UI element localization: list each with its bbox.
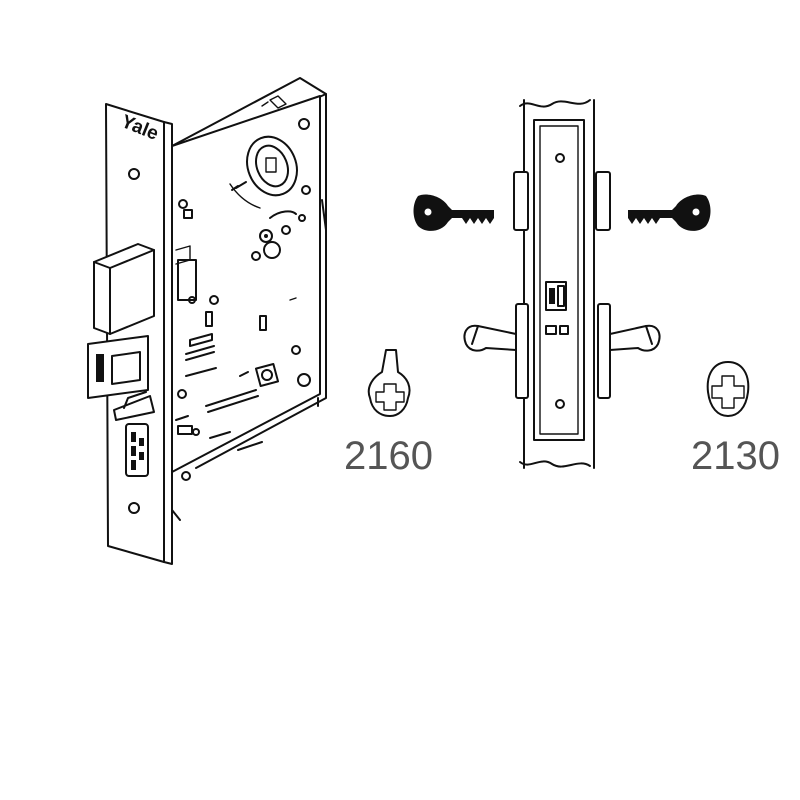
lever-handle-icon xyxy=(609,324,661,352)
lever-handle-icon xyxy=(463,324,517,352)
cylinder-2130 xyxy=(706,361,750,417)
key-icon-right xyxy=(628,194,711,231)
cylinder-2160 xyxy=(367,349,411,417)
key-icon-left xyxy=(413,194,494,231)
cylinder-label-2160: 2160 xyxy=(344,434,433,478)
mortise-lock-body: Yale xyxy=(87,77,327,565)
cylinder-label-2130: 2130 xyxy=(691,434,780,478)
door-trim-assembly xyxy=(463,99,661,469)
